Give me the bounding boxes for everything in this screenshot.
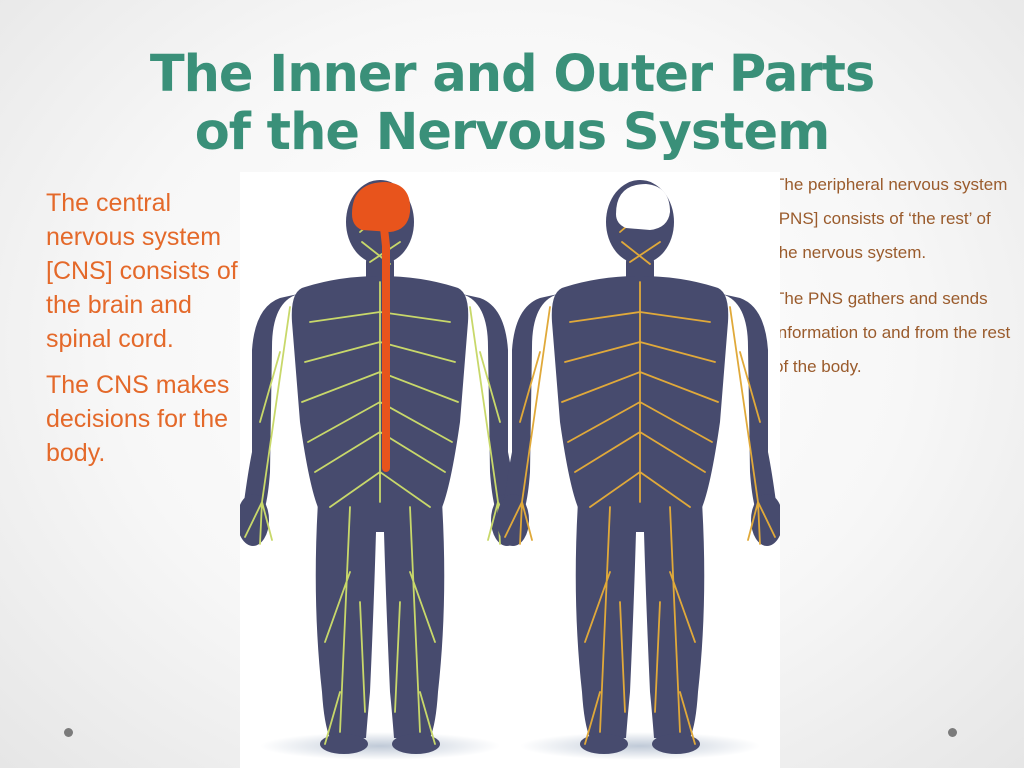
cns-paragraph-1: The central nervous system [CNS] consist… bbox=[46, 189, 238, 353]
human-body-pns-icon bbox=[497, 180, 780, 754]
pns-description: The peripheral nervous system [PNS] cons… bbox=[774, 168, 1014, 396]
title-line-1: The Inner and Outer Parts bbox=[149, 45, 875, 104]
nervous-system-figure bbox=[240, 172, 780, 768]
pns-paragraph-1: The peripheral nervous system [PNS] cons… bbox=[774, 175, 1008, 262]
left-body-shadow bbox=[260, 732, 500, 760]
left-bullet-dot bbox=[64, 728, 73, 737]
right-bullet-dot bbox=[948, 728, 957, 737]
pns-paragraph-2: The PNS gathers and sends information to… bbox=[774, 289, 1011, 376]
title-line-2: of the Nervous System bbox=[194, 103, 831, 162]
human-body-cns-icon bbox=[240, 180, 523, 754]
cns-description: The central nervous system [CNS] consist… bbox=[46, 186, 251, 482]
right-body-shadow bbox=[520, 732, 760, 760]
cns-paragraph-2: The CNS makes decisions for the body. bbox=[46, 371, 230, 467]
slide-title: The Inner and Outer Parts of the Nervous… bbox=[0, 46, 1024, 162]
